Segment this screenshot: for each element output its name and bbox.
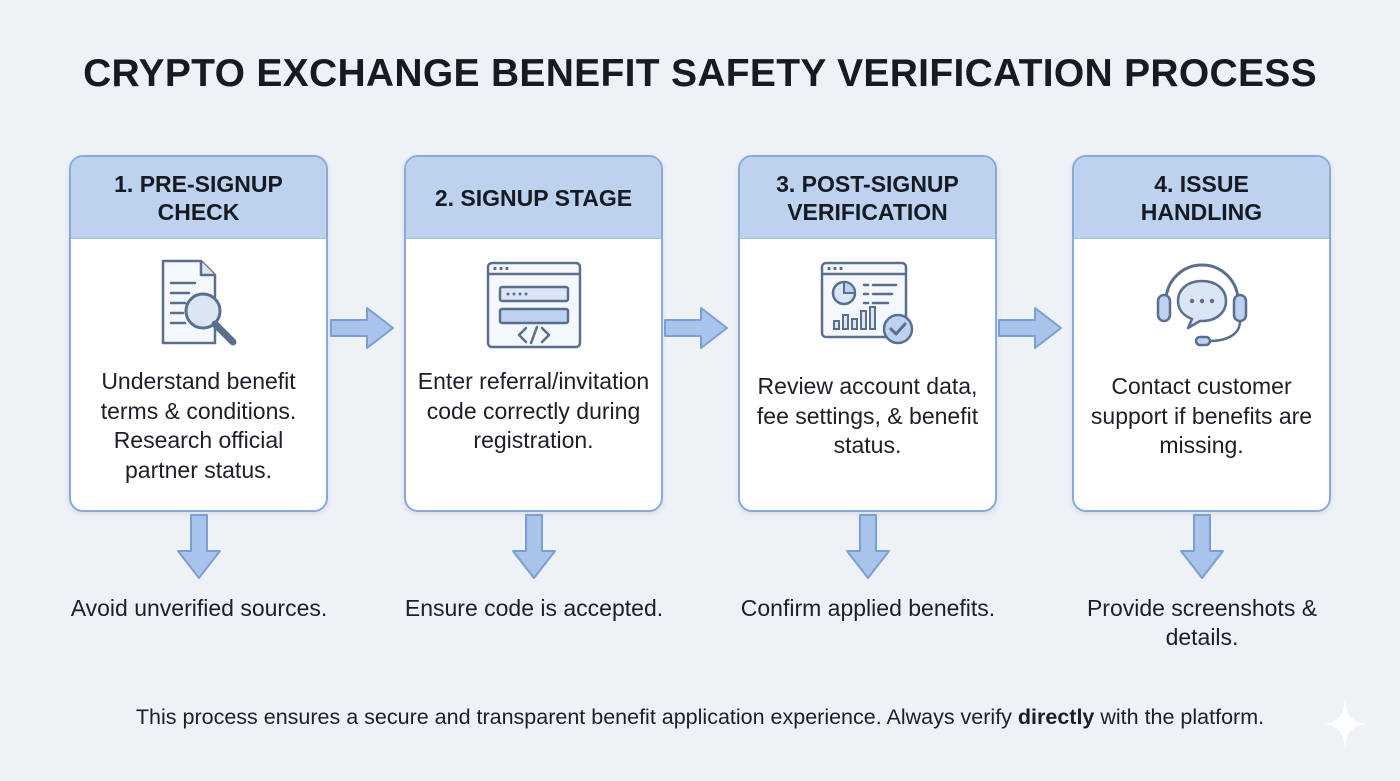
sparkle-icon bbox=[1324, 700, 1366, 748]
code-entry-form-icon bbox=[406, 257, 661, 357]
step-title: 2. SIGNUP STAGE bbox=[406, 157, 661, 239]
step-title: 1. PRE-SIGNUP CHECK bbox=[71, 157, 326, 239]
footer-text-end: with the platform. bbox=[1094, 705, 1265, 729]
step-outcome: Avoid unverified sources. bbox=[70, 595, 328, 621]
step-title: 4. ISSUE HANDLING bbox=[1074, 157, 1329, 239]
footer-emphasis: directly bbox=[1017, 705, 1095, 729]
step-outcome: Ensure code is accepted. bbox=[404, 595, 664, 621]
step-card-post-signup: 3. POST-SIGNUP VERIFICATION Review accou… bbox=[738, 155, 997, 512]
step-card-pre-signup: 1. PRE-SIGNUP CHECK Understand benefit t… bbox=[69, 155, 328, 512]
step-description: Review account data, fee settings, & ben… bbox=[756, 373, 979, 458]
flow-arrow-right-icon bbox=[998, 307, 1062, 349]
page-title: CRYPTO EXCHANGE BENEFIT SAFETY VERIFICAT… bbox=[83, 52, 1317, 95]
step-description: Understand benefit terms & conditions. R… bbox=[100, 368, 297, 483]
footer-note: This process ensures a secure and transp… bbox=[0, 705, 1400, 730]
step-outcome: Confirm applied benefits. bbox=[740, 595, 996, 621]
down-arrow-icon bbox=[846, 514, 890, 579]
dashboard-check-icon bbox=[740, 257, 995, 357]
step-card-issue-handling: 4. ISSUE HANDLING Contact customer suppo… bbox=[1072, 155, 1331, 512]
support-headset-icon bbox=[1074, 257, 1329, 357]
step-description: Contact customer support if benefits are… bbox=[1090, 373, 1313, 458]
flow-arrow-right-icon bbox=[664, 307, 728, 349]
down-arrow-icon bbox=[1180, 514, 1224, 579]
down-arrow-icon bbox=[177, 514, 221, 579]
document-search-icon bbox=[71, 257, 326, 357]
flow-arrow-right-icon bbox=[330, 307, 394, 349]
step-outcome: Provide screenshots & details. bbox=[1086, 595, 1318, 650]
step-title: 3. POST-SIGNUP VERIFICATION bbox=[740, 157, 995, 239]
step-description: Enter referral/invitation code correctly… bbox=[417, 368, 650, 453]
step-card-signup-stage: 2. SIGNUP STAGE Enter referral/invitatio… bbox=[404, 155, 663, 512]
down-arrow-icon bbox=[512, 514, 556, 579]
footer-text-start: This process ensures a secure and transp… bbox=[135, 705, 1018, 729]
